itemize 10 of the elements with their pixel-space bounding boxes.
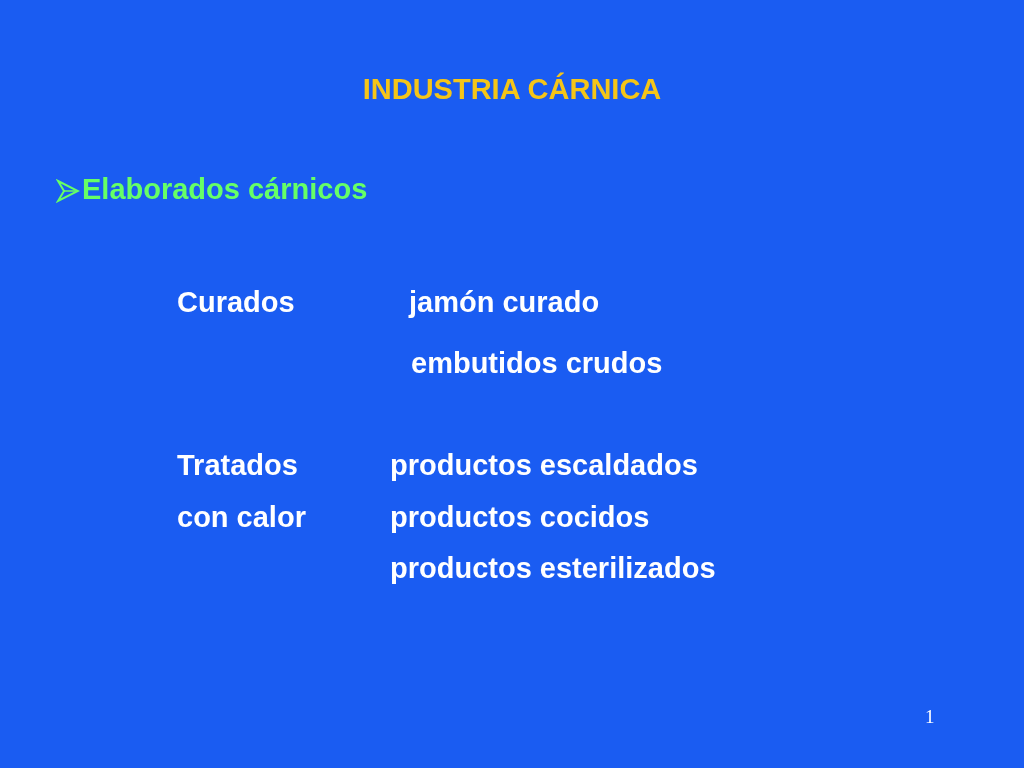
category-label: Tratados con calor <box>177 448 307 535</box>
slide-title: INDUSTRIA CÁRNICA <box>361 72 663 107</box>
product-label: productos cocidos <box>390 500 650 535</box>
page-number: 1 <box>925 706 935 729</box>
product-label: productos esterilizados <box>390 551 716 586</box>
category-label: Curados <box>177 285 295 320</box>
product-label: productos escaldados <box>390 448 698 483</box>
product-label: jamón curado <box>409 285 600 320</box>
section-heading: Elaborados cárnicos <box>82 172 368 207</box>
product-label: embutidos crudos <box>411 346 663 381</box>
